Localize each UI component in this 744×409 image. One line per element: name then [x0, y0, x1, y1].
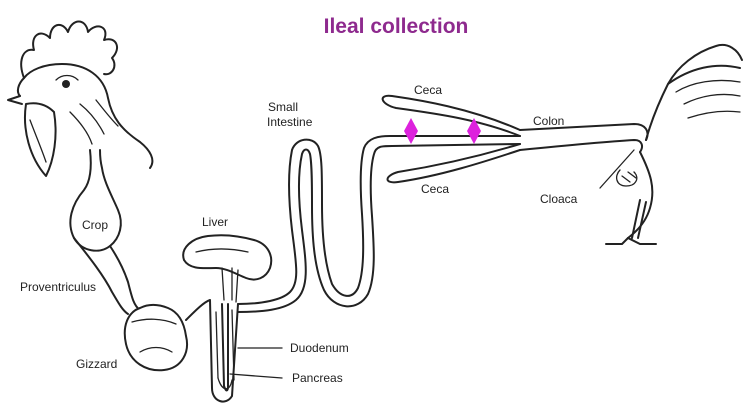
label-pancreas: Pancreas: [292, 371, 343, 385]
rooster-tail-illustration: [606, 45, 742, 244]
pancreas-pointer: [230, 374, 282, 378]
gizzard-organ: [125, 305, 187, 370]
collection-marker-1: [404, 118, 418, 144]
label-proventriculus: Proventriculus: [20, 280, 96, 294]
label-ceca-top: Ceca: [414, 83, 442, 97]
label-cloaca: Cloaca: [540, 192, 578, 206]
label-colon: Colon: [533, 114, 564, 128]
rooster-head-illustration: [8, 22, 152, 177]
liver-organ: [183, 235, 271, 279]
label-gizzard: Gizzard: [76, 357, 117, 371]
ceca-organs: [383, 96, 520, 183]
label-duodenum: Duodenum: [290, 341, 349, 355]
label-small-intestine-line1: Small: [268, 100, 298, 114]
duodenal-loop-pancreas: [186, 268, 238, 402]
colon: [520, 124, 648, 152]
label-crop: Crop: [82, 218, 108, 232]
label-small-intestine-line2: Intestine: [267, 115, 313, 129]
ileal-collection-markers: [404, 118, 481, 144]
label-ceca-bottom: Ceca: [421, 182, 449, 196]
label-liver: Liver: [202, 215, 228, 229]
diagram-title: Ileal collection: [324, 15, 469, 38]
cloaca-pointer: [600, 150, 634, 188]
